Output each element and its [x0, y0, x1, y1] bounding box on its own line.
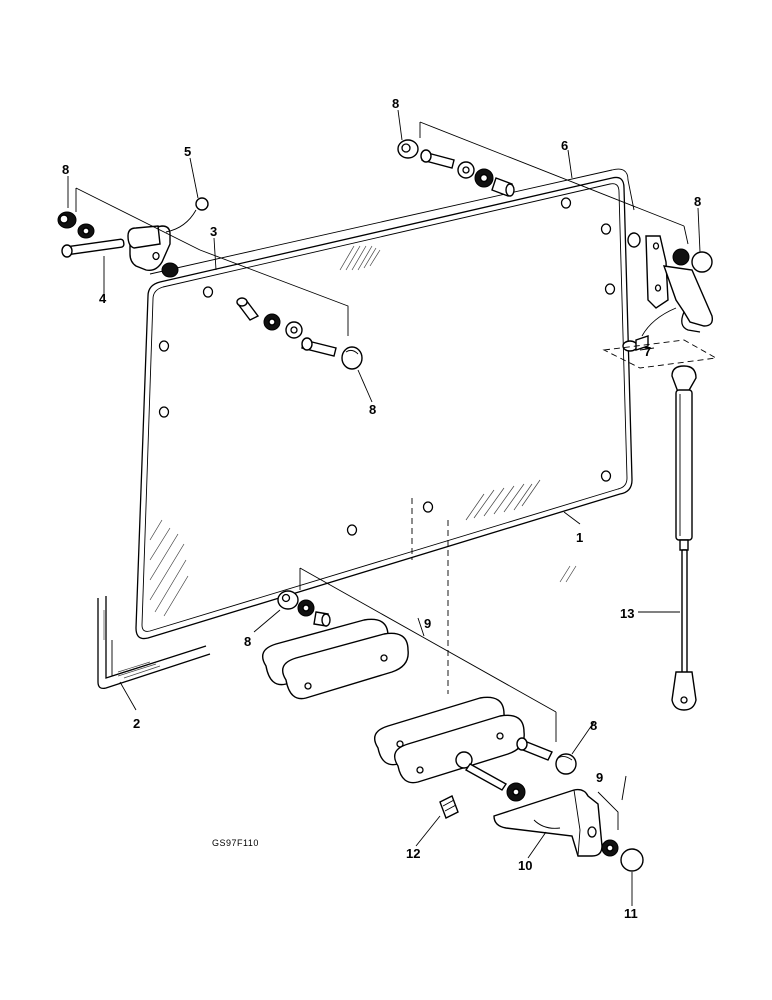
label-8-upper-left: 8: [62, 162, 69, 177]
upper-plates: [262, 618, 409, 700]
drawing-code: GS97F110: [212, 838, 259, 848]
label-6: 6: [561, 138, 568, 153]
label-8-lower-right: 8: [590, 718, 597, 733]
label-8-top: 8: [392, 96, 399, 111]
label-9-upper: 9: [424, 616, 431, 631]
upper-seal: [149, 168, 635, 275]
label-1: 1: [576, 530, 583, 545]
latch-pin-assembly: [439, 751, 526, 819]
label-8-right: 8: [694, 194, 701, 209]
latch-bracket: [493, 788, 603, 857]
label-10: 10: [518, 858, 532, 873]
label-4: 4: [99, 291, 107, 306]
label-9-lower: 9: [596, 770, 603, 785]
cap-nut-assembly: [597, 791, 644, 872]
glass-panel: [135, 176, 633, 640]
gas-strut: [671, 365, 697, 711]
upper-left-hinge-assembly: [57, 187, 349, 336]
label-12: 12: [406, 846, 420, 861]
label-8-lower-left: 8: [244, 634, 251, 649]
label-8-panel: 8: [369, 402, 376, 417]
lower-seal: [97, 596, 211, 690]
leader-lines: [67, 109, 701, 906]
lower-plates: [374, 696, 525, 784]
label-7: 7: [644, 344, 651, 359]
right-hinge-bracket: [602, 232, 718, 369]
upper-panel-hardware: [236, 297, 363, 370]
upper-right-hinge-hardware: [397, 121, 689, 245]
label-5: 5: [184, 144, 191, 159]
callout-labels: 1 2 3 4 5 6 7 8 8 8 8 8 8 9 9 10 11 12 1…: [62, 96, 701, 921]
label-13: 13: [620, 606, 634, 621]
label-11: 11: [624, 906, 638, 921]
lower-left-hardware: [277, 498, 557, 742]
label-2: 2: [133, 716, 140, 731]
label-3: 3: [210, 224, 217, 239]
lower-right-hardware: [516, 737, 577, 775]
